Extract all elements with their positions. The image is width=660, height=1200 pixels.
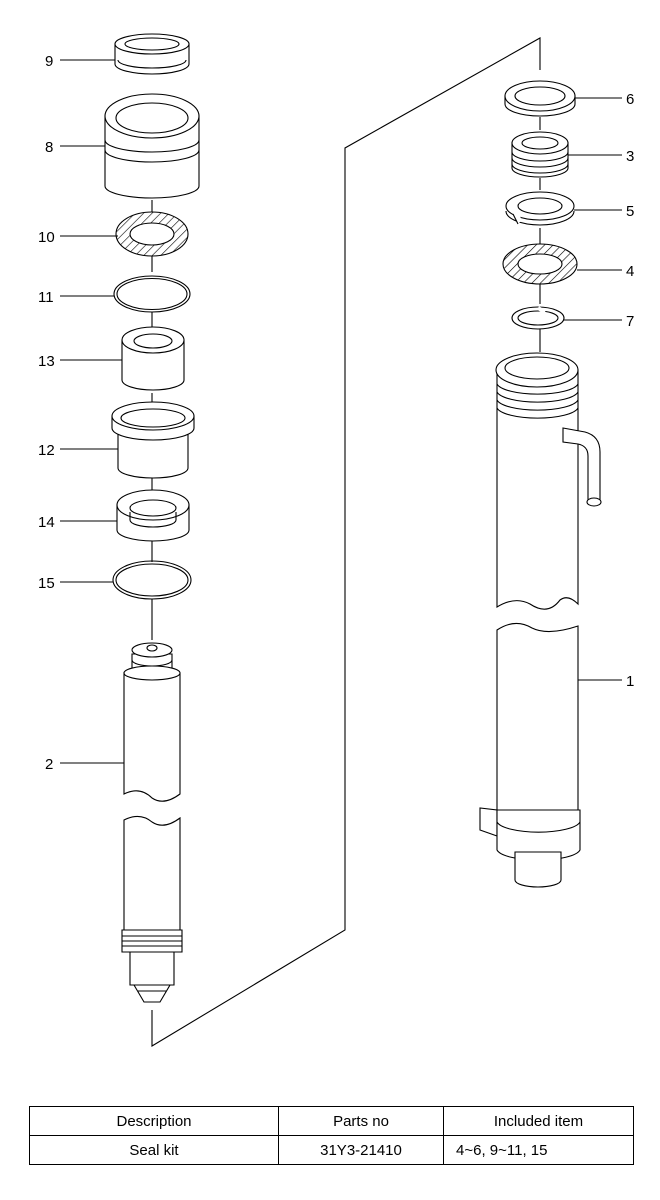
part-8-rod-cover (104, 93, 200, 199)
part-label-4: 4 (626, 263, 634, 280)
cell-description: Seal kit (29, 1135, 279, 1165)
header-included-item: Included item (443, 1106, 634, 1136)
part-9-dust-wiper (114, 33, 190, 75)
part-1-cylinder-tube (479, 352, 602, 888)
header-description: Description (29, 1106, 279, 1136)
cell-parts-no: 31Y3-21410 (278, 1135, 444, 1165)
part-13-bushing (121, 326, 185, 391)
part-label-5: 5 (626, 203, 634, 220)
part-4-piston-seal (502, 243, 578, 285)
part-label-3: 3 (626, 148, 634, 165)
part-5-wear-ring (505, 191, 575, 226)
part-2-piston-rod (121, 642, 183, 1003)
part-label-7: 7 (626, 313, 634, 330)
table-header-row: Description Parts no Included item (29, 1106, 634, 1136)
part-label-9: 9 (45, 53, 53, 70)
part-label-14: 14 (38, 514, 55, 531)
header-parts-no: Parts no (278, 1106, 444, 1136)
part-label-6: 6 (626, 91, 634, 108)
part-14-collar (116, 489, 190, 542)
part-7-snap-ring (511, 306, 565, 330)
part-label-2: 2 (45, 756, 53, 773)
part-label-12: 12 (38, 442, 55, 459)
exploded-parts-diagram: 9 8 10 11 13 12 14 15 2 6 3 5 4 7 1 (38, 33, 634, 1047)
part-11-o-ring (113, 275, 191, 313)
table-row: Seal kit 31Y3-21410 4~6, 9~11, 15 (29, 1135, 634, 1165)
part-6-backup-ring (504, 80, 576, 117)
part-label-15: 15 (38, 575, 55, 592)
part-label-8: 8 (45, 139, 53, 156)
assembly-connection-line (151, 37, 541, 1047)
part-label-10: 10 (38, 229, 55, 246)
part-10-rod-seal (115, 211, 189, 257)
part-3-piston (511, 131, 569, 178)
part-15-o-ring (112, 560, 192, 600)
seal-kit-table: Description Parts no Included item Seal … (29, 1106, 634, 1165)
part-12-flanged-bushing (111, 401, 195, 479)
part-label-13: 13 (38, 353, 55, 370)
part-label-1: 1 (626, 673, 634, 690)
part-label-11: 11 (38, 289, 54, 306)
cell-included-item: 4~6, 9~11, 15 (443, 1135, 634, 1165)
